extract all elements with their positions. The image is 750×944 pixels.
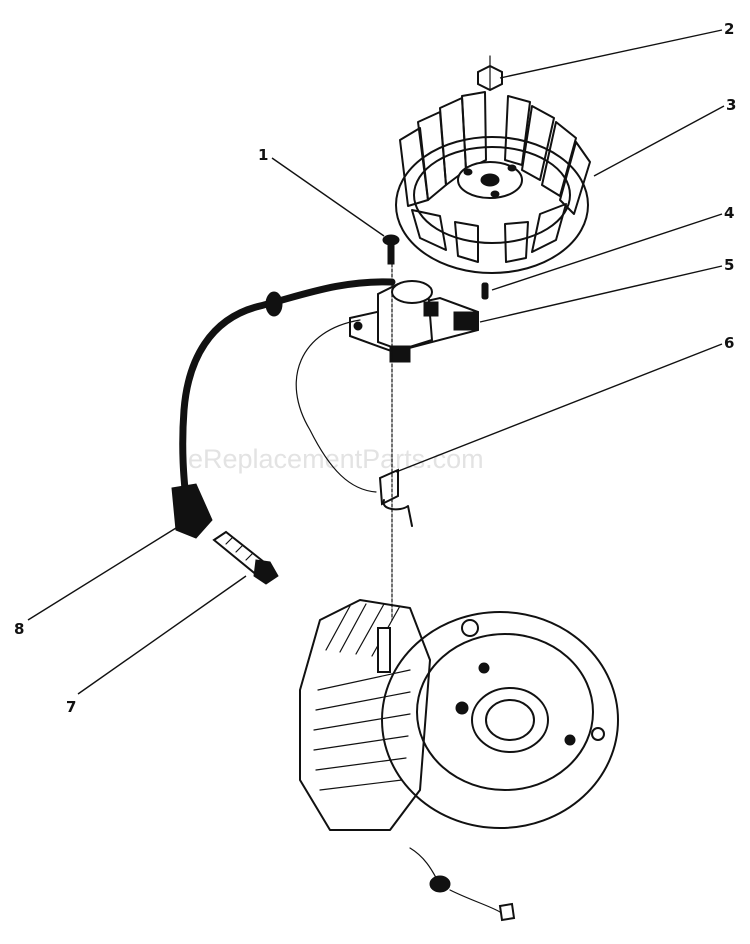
callout-5: 5 [724, 256, 734, 274]
callout-2: 2 [724, 20, 734, 38]
watermark-text: eReplacementParts.com [188, 444, 484, 474]
callout-3: 3 [726, 96, 736, 114]
leader-line-4 [491, 213, 723, 291]
leader-line-1 [271, 157, 385, 237]
leader-line-8 [27, 527, 177, 621]
flywheel-key-part [481, 282, 489, 300]
leader-line-3 [593, 105, 725, 177]
callout-1: 1 [258, 146, 268, 164]
spark-plug-wire-part [171, 278, 396, 539]
ignition-coil-part [349, 280, 479, 363]
spark-plug-part [212, 530, 279, 585]
callout-6: 6 [724, 334, 734, 352]
flywheel-nut-part [477, 55, 503, 92]
leader-line-2 [499, 29, 723, 79]
callout-7: 7 [66, 698, 76, 716]
flywheel-part [395, 91, 591, 274]
leader-line-7 [77, 575, 247, 695]
leader-line-5 [479, 265, 723, 323]
callout-8: 8 [14, 620, 24, 638]
ground-clip-part [295, 319, 413, 527]
engine-block-part [299, 599, 619, 922]
callout-4: 4 [724, 204, 734, 222]
screw-part [382, 234, 400, 265]
leader-line-6 [395, 343, 723, 473]
